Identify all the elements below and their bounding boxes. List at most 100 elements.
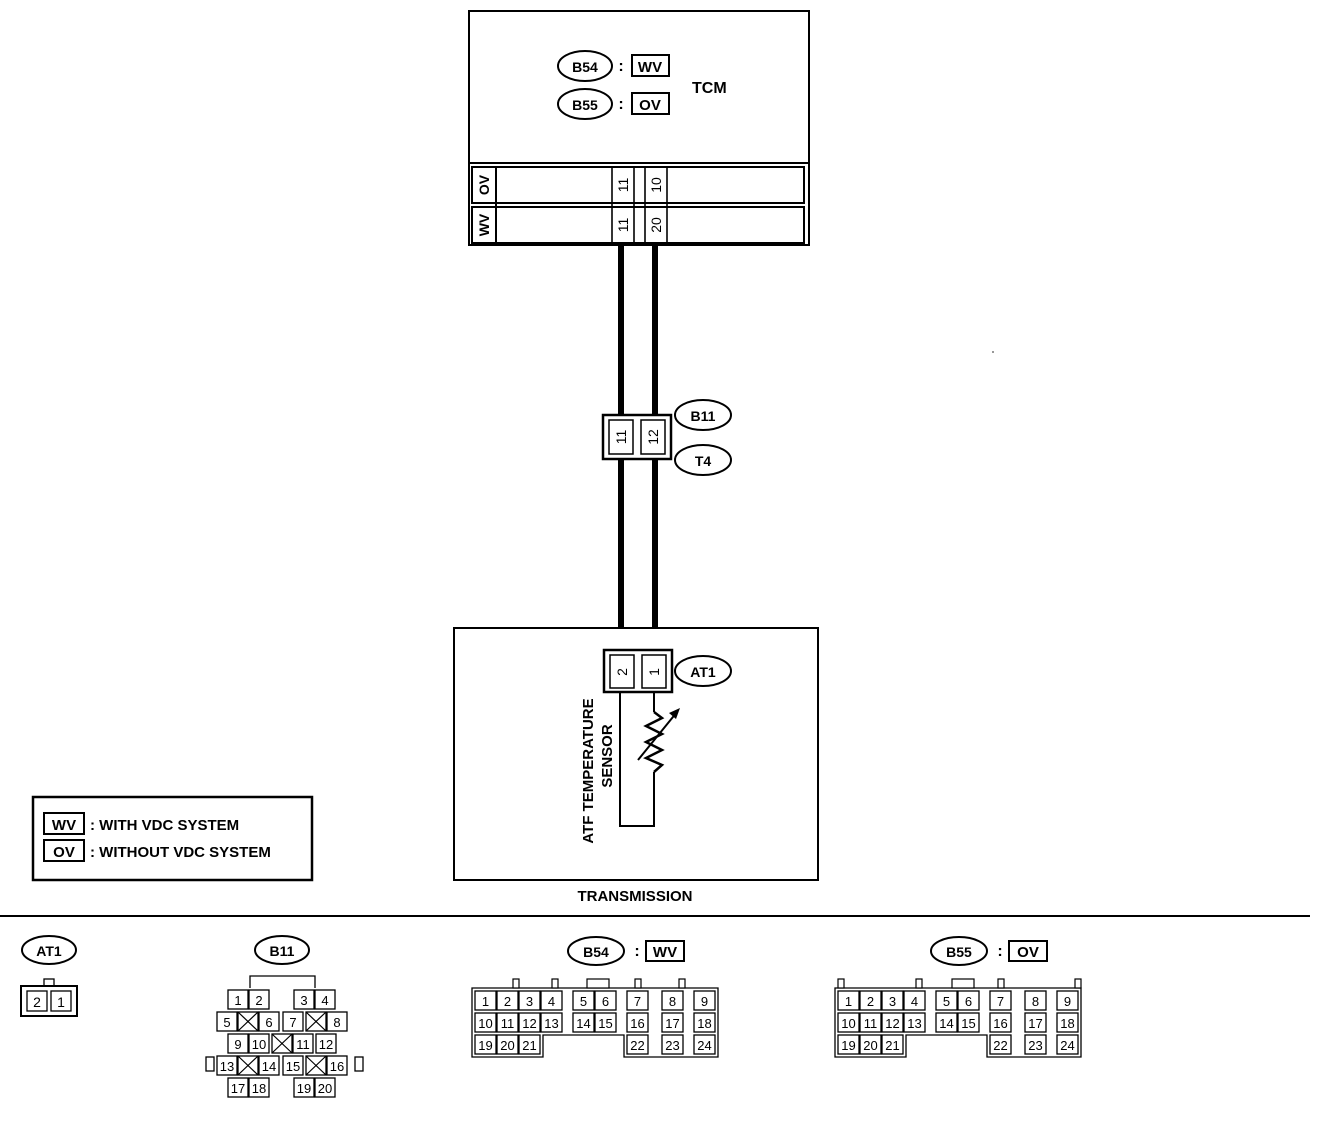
tcm-row1-pin-b: 10 [648,177,664,193]
b11-cavity-label: 4 [321,993,328,1008]
b11-cavity [258,1055,280,1076]
at1-pin-1: 1 [646,668,662,676]
b55-tag-label: B55 [572,97,598,113]
b55-cavity-label: 2 [867,994,874,1009]
b54-cavity [518,990,541,1011]
b55-cavity-label: 6 [965,994,972,1009]
b55-cavity-label: 23 [1028,1038,1042,1053]
b55-cavity-label: 20 [863,1038,877,1053]
b55-cavity-label: 4 [911,994,918,1009]
b11-cavity-label: 11 [296,1037,310,1052]
tcm-row2-pin-a: 11 [615,218,631,233]
b55-cavity [1056,990,1079,1011]
b55-cavity-label: 22 [993,1038,1007,1053]
b54-cavity [661,1034,684,1055]
b11-cavity-label: 10 [252,1037,266,1052]
b54-tag [557,50,613,82]
b55-cavity-label: 3 [889,994,896,1009]
b55-cavity [989,1034,1012,1055]
b11-cavity [292,1033,314,1054]
b54-cavity [693,1034,716,1055]
b54-cavity-label: 3 [526,994,533,1009]
b55-cavity [903,990,926,1011]
b54-cavity-label: 7 [634,994,641,1009]
b55-cavity [837,990,860,1011]
transmission-unit: TRANSMISSION 2 1 AT1 ATF TEMPERATURE SEN… [453,627,819,905]
b11-cavity-label: 16 [330,1059,344,1074]
b54-variant-code: WV [638,59,662,76]
b54-view-variant: WV [653,944,677,961]
b54-cavity [474,1034,497,1055]
b54-cavity [594,1012,617,1033]
b54-cavity [626,1034,649,1055]
b11-cavity [314,1077,336,1098]
b55-cavity [837,1012,860,1033]
sensor-circuit [619,692,655,827]
b11-cavity [293,1077,315,1098]
b11-cavity [248,989,270,1010]
b54-cavity-label: 16 [630,1016,644,1031]
b54-cavity [496,990,519,1011]
b55-cavity-label: 18 [1060,1016,1074,1031]
tcm-unit: TCM B54 : WV B55 : OV OV WV 11 10 11 20 [468,10,810,246]
b11-cavity [282,1055,304,1076]
b55-cavity [935,990,958,1011]
b55-cavity [1056,1034,1079,1055]
b54-cavity-label: 24 [697,1038,711,1053]
b55-cavity [881,990,904,1011]
tcm-terminal-block: OV WV 11 10 11 20 [471,166,805,244]
b11-cavity [258,1011,280,1032]
tcm-title: TCM [692,80,727,97]
b11-cavity [248,1077,270,1098]
b55-cavity-label: 9 [1064,994,1071,1009]
b55-cavity-label: 15 [961,1016,975,1031]
b55-cavity [859,1012,882,1033]
tcm-row1-pin-a: 11 [615,178,631,193]
b55-cavity-label: 24 [1060,1038,1074,1053]
b54-cavity-label: 13 [544,1016,558,1031]
b54-cavity [693,1012,716,1033]
at1-pin-2: 2 [614,668,630,676]
b55-cavity-label: 7 [997,994,1004,1009]
b54-cavity [572,990,595,1011]
at1-view-pin-1: 1 [57,994,65,1010]
b55-cavity-label: 12 [885,1016,899,1031]
b55-cavity [881,1012,904,1033]
b54-cavity [572,1012,595,1033]
harness-wires [618,245,658,652]
b11-t4-connector: 11 12 B11 T4 [601,399,732,476]
b54-cavity-label: 12 [522,1016,536,1031]
b55-cavity-label: 14 [939,1016,953,1031]
b54-cavity-label: 5 [580,994,587,1009]
b11-cavity-label: 9 [234,1037,241,1052]
b55-cavity-label: 11 [864,1016,878,1031]
b55-cavity-label: 10 [841,1016,855,1031]
sensor-label-line1: ATF TEMPERATURE [580,698,597,843]
b55-view-separator: : [997,943,1002,960]
b11-pin-12: 12 [645,429,661,445]
b55-cavity [989,990,1012,1011]
b55-variant-code: OV [639,97,661,114]
legend: WV : WITH VDC SYSTEM OV : WITHOUT VDC SY… [31,795,314,882]
b11-view-label: B11 [270,943,295,959]
b55-cavity [935,1012,958,1033]
legend-code-ov: OV [53,844,75,861]
b54-cavity-label: 8 [669,994,676,1009]
at1-view-pin-2: 2 [33,994,41,1010]
b55-cavity [903,1012,926,1033]
b54-cavity-label: 17 [665,1016,679,1031]
b54-cavity-label: 11 [501,1016,515,1031]
b54-cavity-label: 15 [598,1016,612,1031]
b11-cavity-label: 7 [289,1015,296,1030]
thermistor-symbol [643,711,665,773]
b54-cavity-label: 2 [504,994,511,1009]
b11-cavity [227,989,249,1010]
b11-cavity [314,989,336,1010]
b54-cavity [540,990,563,1011]
b55-cavity [957,990,980,1011]
b54-view-separator: : [634,943,639,960]
b11-cavity-label: 6 [265,1015,272,1030]
